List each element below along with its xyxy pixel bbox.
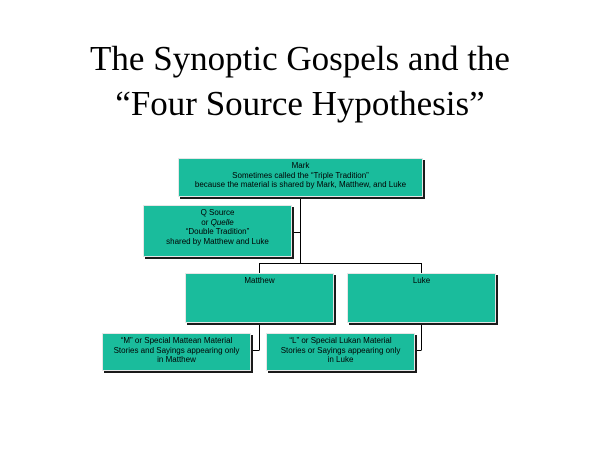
q-source-or: or [201, 217, 211, 227]
title-line-2: “Four Source Hypothesis” [115, 84, 485, 123]
title-line-1: The Synoptic Gospels and the [90, 39, 510, 78]
mark-title: Mark [291, 161, 310, 170]
q-source-shared: shared by Matthew and Luke [166, 236, 269, 246]
mark-description-line-1: Sometimes called the “Triple Tradition” [232, 170, 369, 180]
q-source-title: Q Source [200, 208, 235, 217]
l-material-line-2: Stories or Sayings appearing only [280, 345, 401, 355]
q-source-quelle-line: or Quelle [144, 218, 291, 228]
q-source-quelle: Quelle [210, 217, 234, 227]
l-material-line-3: in Luke [327, 355, 354, 364]
l-material-box: “L” or Special Lukan Material Stories or… [266, 333, 415, 371]
l-material-title: “L” or Special Lukan Material [289, 336, 392, 345]
luke-box: Luke [347, 273, 496, 323]
matthew-label: Matthew [244, 276, 275, 285]
m-material-line-3: in Matthew [157, 355, 196, 364]
matthew-box: Matthew [185, 273, 334, 323]
m-material-line-2: Stories and Sayings appearing only [113, 345, 240, 355]
mark-box: Mark Sometimes called the “Triple Tradit… [178, 158, 423, 197]
q-source-double-tradition: “Double Tradition” [185, 227, 250, 236]
q-source-box: Q Source or Quelle “Double Tradition” sh… [143, 205, 292, 257]
m-material-title: “M” or Special Mattean Material [120, 336, 233, 345]
luke-label: Luke [412, 276, 431, 285]
m-material-box: “M” or Special Mattean Material Stories … [102, 333, 251, 371]
mark-description-line-2: because the material is shared by Mark, … [194, 180, 407, 189]
